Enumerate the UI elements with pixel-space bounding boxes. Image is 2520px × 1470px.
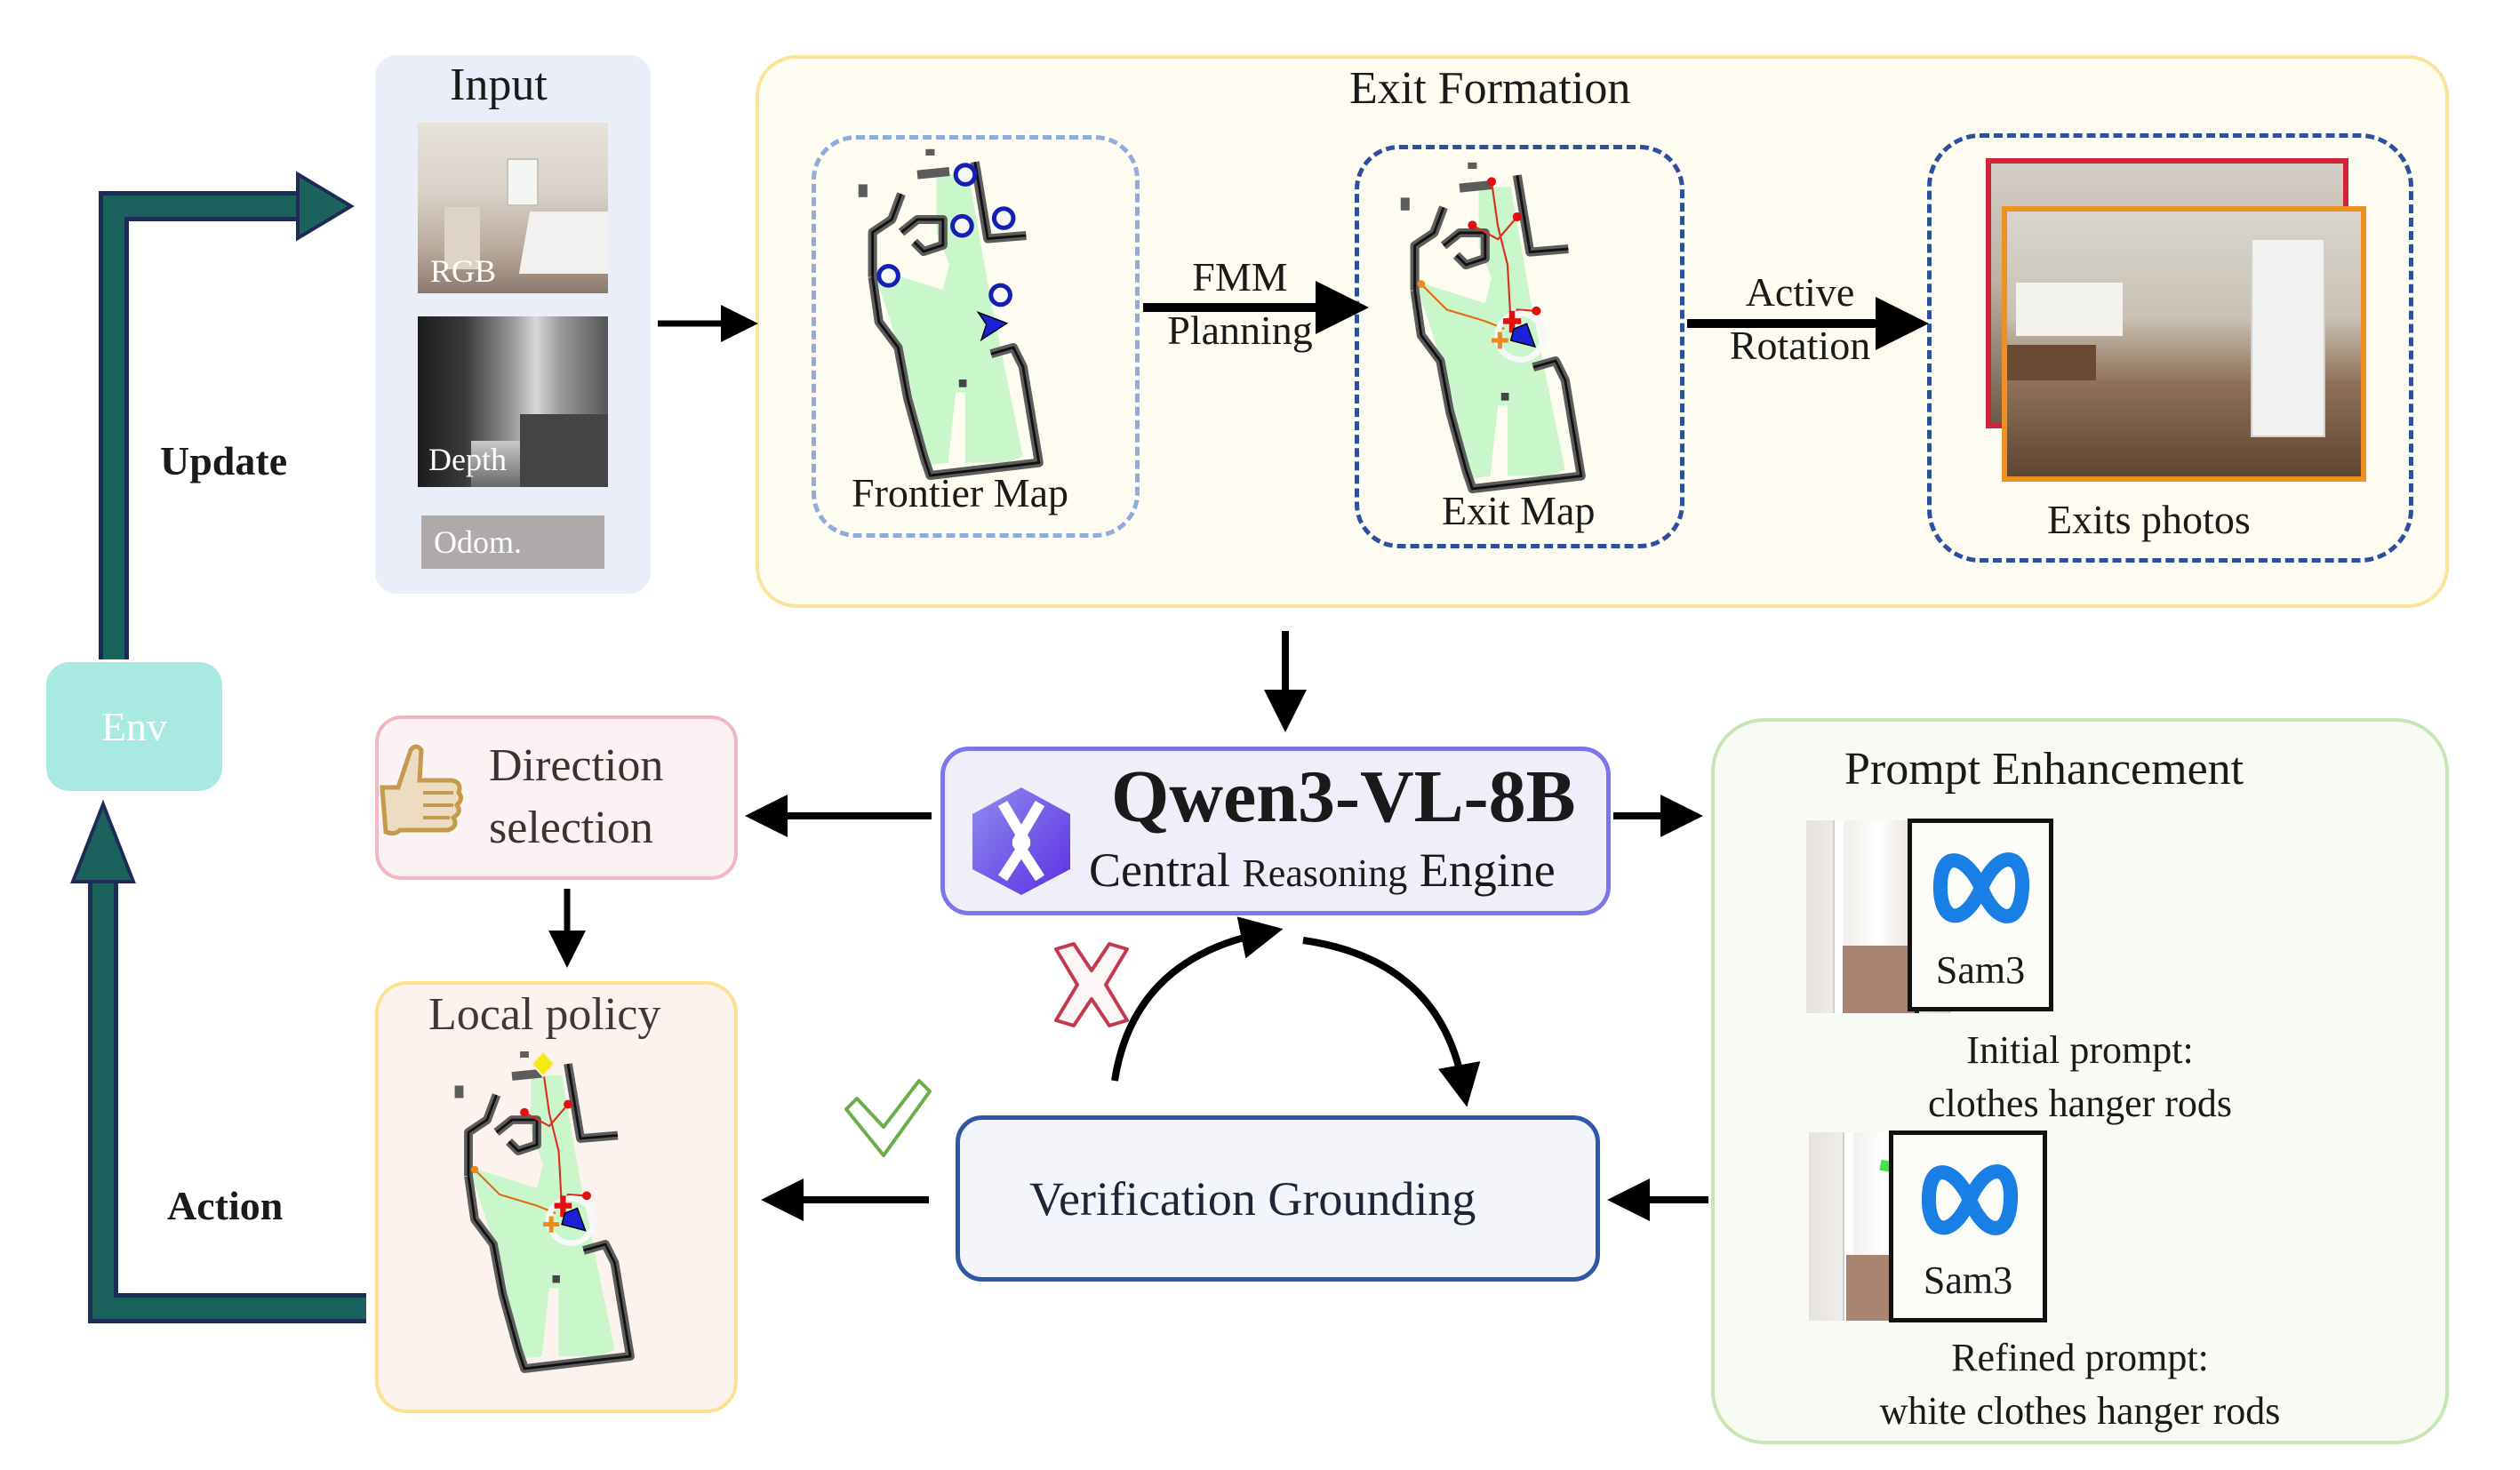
engine-subtitle-part2: Reasoning (1242, 851, 1408, 895)
update-label: Update (160, 438, 288, 483)
carpet (1842, 946, 1916, 1013)
verification-title: Verification Grounding (1029, 1172, 1476, 1226)
depth-bed (520, 414, 608, 487)
exit-map-label: Exit Map (1442, 488, 1596, 533)
rgb-image: RGB (418, 123, 608, 293)
arrow-verification-retry (1111, 916, 1284, 1082)
depth-image: Depth (418, 316, 608, 487)
dining-table (2007, 345, 2096, 380)
exit-photo-orange (2002, 206, 2366, 482)
qwen-logo-icon (967, 786, 1076, 897)
direction-selection-panel (375, 715, 738, 880)
engine-subtitle: Central Reasoning Engine (1089, 843, 1556, 898)
fmm-label-line2: Planning (1167, 308, 1313, 353)
engine-subtitle-part3: Engine (1407, 843, 1556, 897)
exits-photos-label: Exits photos (2047, 497, 2251, 542)
sam3-box-initial: Sam3 (1908, 819, 2053, 1011)
thumbs-up-icon (373, 743, 466, 841)
rotation-label-line2: Rotation (1729, 323, 1871, 368)
sam3-label: Sam3 (1935, 948, 2026, 992)
depth-label: Depth (428, 442, 507, 477)
sam3-box-refined: Sam3 (1889, 1130, 2047, 1322)
refined-prompt-label: Refined prompt: (1951, 1336, 2209, 1379)
initial-prompt-value: clothes hanger rods (1927, 1082, 2233, 1125)
prompt-enhancement-title: Prompt Enhancement (1844, 744, 2244, 795)
arrow-engine-to-verification (1302, 937, 1481, 1107)
rgb-dresser (444, 207, 480, 269)
meta-infinity-icon (1921, 1164, 2019, 1235)
env-node: Env (46, 662, 222, 791)
exits-photos-panel (1927, 133, 2413, 563)
frontier-map-label: Frontier Map (852, 470, 1069, 515)
odometry-block: Odom. (421, 515, 604, 569)
rgb-bed (518, 212, 608, 274)
check-icon (844, 1079, 932, 1157)
refined-prompt-value: white clothes hanger rods (1879, 1389, 2281, 1433)
rotation-label-line1: Active (1745, 269, 1855, 315)
door (2251, 238, 2325, 437)
engine-subtitle-part1: Central (1089, 843, 1243, 897)
local-policy-panel (375, 981, 738, 1413)
kitchen-cabinet (2016, 283, 2123, 336)
action-loop-arrow (88, 880, 366, 1323)
model-name: Qwen3-VL-8B (1111, 755, 1576, 838)
fmm-label-line1: FMM (1192, 254, 1288, 300)
door-jamb (1833, 820, 1844, 1013)
initial-prompt-label: Initial prompt: (1966, 1028, 2194, 1072)
direction-line2: selection (489, 803, 653, 853)
verification-grounding-panel (956, 1115, 1600, 1282)
direction-line1: Direction (489, 740, 664, 791)
local-policy-title: Local policy (428, 989, 661, 1040)
cross-icon (1054, 942, 1129, 1027)
rgb-label: RGB (430, 253, 497, 289)
sam3-label: Sam3 (1923, 1258, 2013, 1302)
update-loop-arrow (99, 191, 307, 659)
input-title: Input (450, 60, 548, 110)
frontier-map-panel (812, 135, 1140, 538)
meta-infinity-icon (1932, 852, 2030, 923)
update-arrowhead (296, 171, 355, 242)
exit-map-panel (1355, 145, 1684, 548)
action-arrowhead (70, 799, 136, 883)
action-label: Action (167, 1183, 284, 1228)
rgb-window (507, 158, 539, 206)
exit-formation-title: Exit Formation (1349, 63, 1631, 114)
